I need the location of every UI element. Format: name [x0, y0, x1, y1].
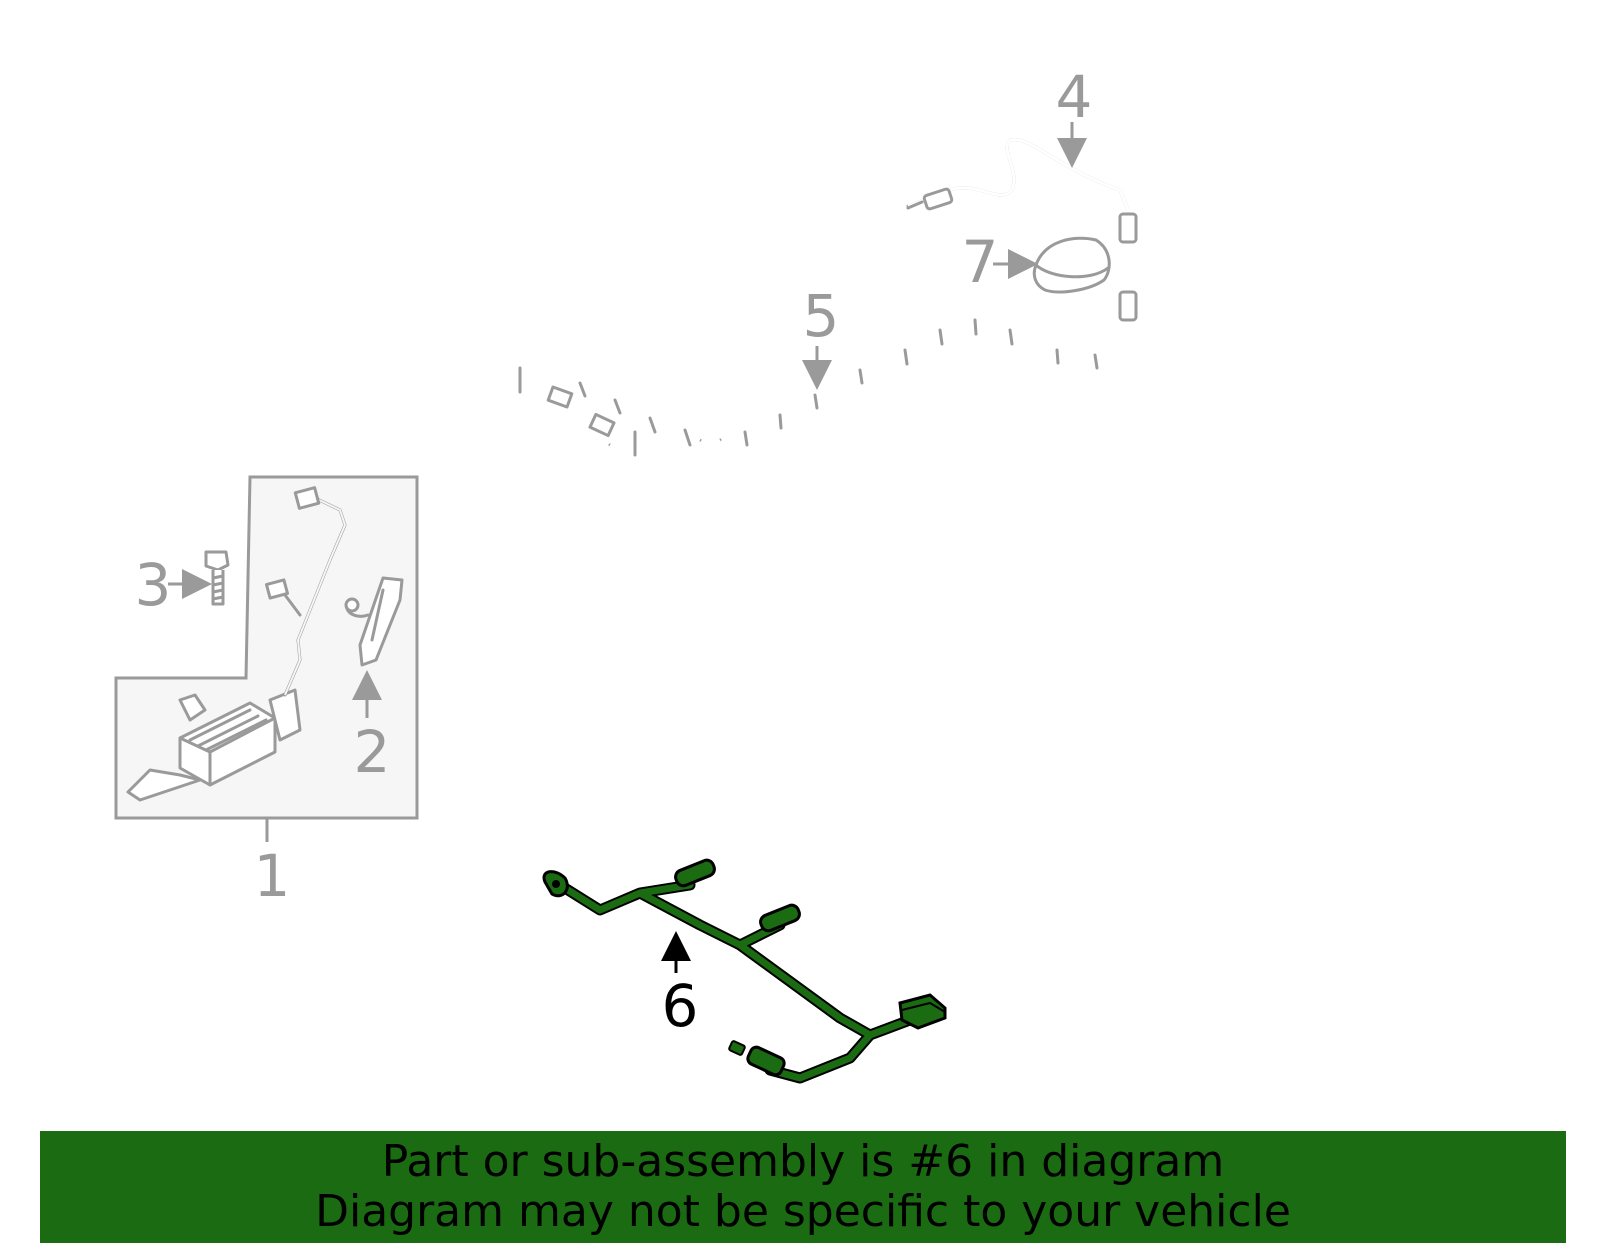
callout-1: 1 [254, 842, 291, 910]
banner-line-2: Diagram may not be specific to your vehi… [315, 1186, 1291, 1237]
part-5-wiring-harness [454, 290, 1138, 486]
callout-6: 6 [662, 972, 699, 1040]
callout-5: 5 [803, 282, 840, 350]
part-7-antenna-base [993, 236, 1111, 294]
part-4-antenna-cable [906, 122, 1138, 244]
callout-4: 4 [1056, 63, 1093, 131]
callout-2: 2 [354, 718, 391, 786]
part-2-connector [344, 576, 404, 718]
info-banner: Part or sub-assembly is #6 in diagram Di… [40, 1131, 1566, 1243]
banner-line-1: Part or sub-assembly is #6 in diagram [381, 1136, 1225, 1187]
part-6-highlighted-harness [542, 858, 947, 1084]
part-3-bolt [168, 550, 230, 606]
callout-7: 7 [962, 228, 999, 296]
part-1-assembly-box [114, 475, 419, 820]
callout-3: 3 [135, 551, 172, 619]
